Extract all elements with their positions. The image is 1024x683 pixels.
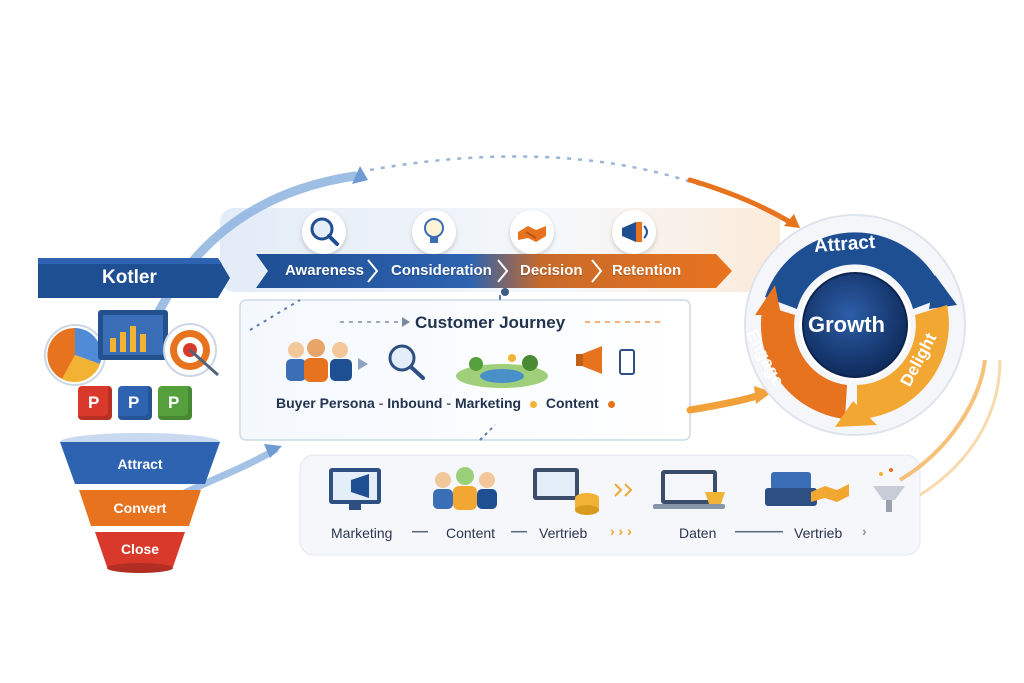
item-marketing: Marketing	[454, 395, 522, 411]
yellow-dot	[529, 401, 537, 408]
funnel-convert: Convert	[113, 500, 167, 516]
process-vertrieb-1: Vertrieb	[539, 525, 588, 541]
magnifier-icon	[302, 210, 346, 254]
customer-journey-title: Customer Journey	[415, 313, 566, 332]
megaphone-icon	[612, 210, 656, 254]
inbound-search-icon	[388, 344, 425, 380]
item-content: Content	[545, 395, 599, 411]
handshake-icon	[765, 472, 849, 506]
funnel-icon	[873, 468, 905, 512]
process-chevrons: › › ›	[610, 523, 632, 539]
laptop-icon	[653, 470, 725, 509]
database-icon	[533, 468, 599, 515]
process-end-chevron: ›	[862, 523, 867, 539]
journey-panel-icons	[286, 339, 635, 388]
funnel-close: Close	[120, 541, 160, 557]
process-sep-3: ———	[735, 523, 783, 540]
process-vertrieb-2: Vertrieb	[794, 525, 843, 541]
kotler-banner: Kotler	[38, 258, 230, 298]
p-block-green: P	[158, 386, 192, 420]
funnel-attract: Attract	[117, 456, 163, 472]
flywheel-delight-segment	[857, 305, 949, 419]
process-marketing: Marketing	[331, 525, 393, 541]
flywheel-center-label: Growth	[808, 312, 885, 337]
lightbulb-icon	[412, 210, 456, 254]
growth-flywheel	[744, 214, 966, 436]
flywheel-attract-segment	[765, 232, 945, 309]
flywheel-engage-segment	[760, 305, 847, 419]
marketing-landscape-icon	[456, 354, 548, 388]
handshake-icon	[510, 210, 554, 254]
journey-stage-bar	[256, 254, 732, 288]
stage-awareness: Awareness	[285, 262, 364, 279]
p-block-red: P	[78, 386, 112, 420]
stage-consideration: Consideration	[391, 262, 492, 279]
process-sep-2: —	[511, 523, 527, 540]
buyer-persona-icon	[286, 339, 352, 382]
stage-retention: Retention	[612, 262, 682, 279]
item-inbound: Inbound	[387, 395, 443, 411]
team-icon	[433, 467, 497, 510]
process-daten: Daten	[679, 525, 717, 541]
journey-title-dashes	[340, 317, 665, 327]
journey-items-row: Buyer Persona - Inbound - Marketing Cont…	[276, 395, 615, 411]
sales-funnel	[60, 433, 220, 573]
orange-dot	[607, 401, 615, 408]
content-megaphone-icon	[576, 346, 635, 375]
stage-decision: Decision	[520, 262, 583, 279]
process-content: Content	[446, 525, 496, 541]
process-icons	[329, 467, 905, 515]
monitor-megaphone-icon	[329, 468, 381, 510]
item-buyer-persona: Buyer Persona	[276, 395, 375, 411]
flywheel-attract-label: Attract	[813, 231, 876, 258]
p-block-blue: P	[118, 386, 152, 420]
marketing-mix-icon	[44, 310, 219, 386]
process-sep-1: —	[412, 523, 428, 540]
kotler-label: Kotler	[102, 267, 157, 288]
